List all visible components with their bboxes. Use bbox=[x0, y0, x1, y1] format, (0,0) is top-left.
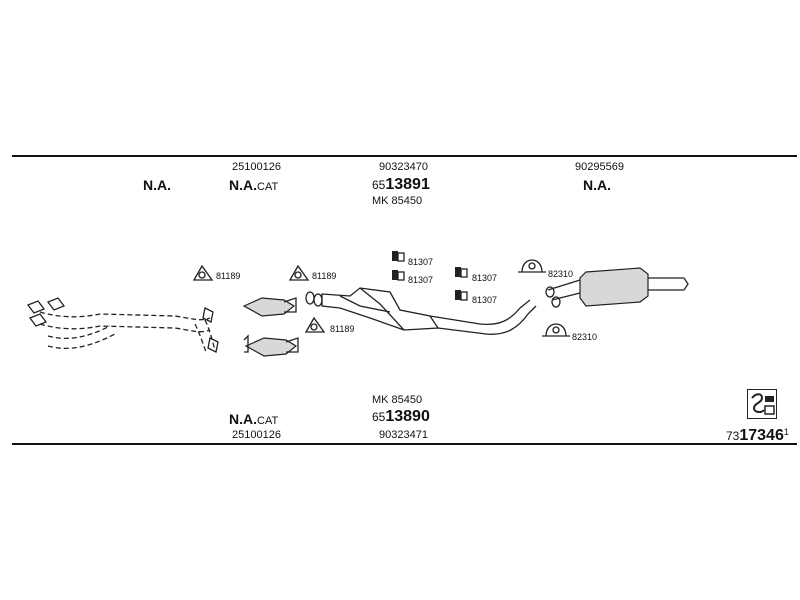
clamp-label-6: 82310 bbox=[572, 332, 598, 342]
bottom-cat-suffix: CAT bbox=[257, 415, 279, 427]
col2-mk: MK 85450 bbox=[372, 195, 423, 207]
gasket-label-1: 81189 bbox=[216, 271, 241, 281]
bottom-mk: MK 85450 bbox=[372, 394, 423, 406]
clamp-label-2: 81307 bbox=[408, 275, 434, 285]
front-pipe bbox=[26, 297, 219, 353]
bottom-code: 90323471 bbox=[379, 429, 428, 441]
catalytic-converter-upper bbox=[242, 297, 297, 317]
ref-suffix: 1 bbox=[783, 427, 789, 437]
col3-na-label: N.A. bbox=[583, 177, 611, 193]
exhaust-logo-icon bbox=[747, 389, 777, 419]
clamp-4 bbox=[455, 290, 468, 301]
u-clamp-2 bbox=[542, 323, 570, 337]
col1-na: N.A. bbox=[229, 177, 257, 193]
gasket-3 bbox=[304, 316, 326, 333]
clamp-1 bbox=[392, 251, 405, 262]
u-clamp-1 bbox=[518, 259, 546, 273]
ref-prefix: 73 bbox=[726, 429, 740, 443]
catalytic-converter-lower bbox=[243, 334, 299, 357]
top-rule bbox=[12, 155, 797, 157]
clamp-label-5: 82310 bbox=[548, 269, 574, 279]
left-na-label: N.A. bbox=[143, 177, 171, 193]
front-muffler bbox=[305, 287, 537, 335]
clamp-label-1: 81307 bbox=[408, 257, 434, 267]
clamp-label-4: 81307 bbox=[472, 295, 498, 305]
clamp-2 bbox=[392, 270, 405, 281]
bottom-rule bbox=[12, 443, 797, 445]
bottom-part-number: 6513890 bbox=[372, 409, 430, 425]
footer-reference: 73173461 bbox=[726, 428, 789, 444]
col1-cat-label: N.A.CAT bbox=[229, 178, 278, 193]
bottom-prefix: 65 bbox=[372, 410, 386, 424]
col1-code: 25100126 bbox=[232, 161, 281, 173]
gasket-1 bbox=[192, 264, 214, 281]
col2-prefix: 65 bbox=[372, 178, 386, 192]
bottom-cat-label: N.A.CAT bbox=[229, 412, 278, 427]
gasket-label-2: 81189 bbox=[312, 271, 337, 281]
clamp-label-3: 81307 bbox=[472, 273, 498, 283]
col3-code: 90295569 bbox=[575, 161, 624, 173]
rear-muffler bbox=[545, 267, 689, 308]
bottom-number: 13890 bbox=[385, 408, 430, 425]
ref-number: 17346 bbox=[739, 427, 784, 444]
bottom-na: N.A. bbox=[229, 411, 257, 427]
gasket-2 bbox=[288, 264, 310, 281]
col2-part-number: 6513891 bbox=[372, 177, 430, 193]
col2-code: 90323470 bbox=[379, 161, 428, 173]
col1-cat-suffix: CAT bbox=[257, 181, 279, 193]
bottom-cat-code: 25100126 bbox=[232, 429, 281, 441]
col2-number: 13891 bbox=[385, 176, 430, 193]
gasket-label-3: 81189 bbox=[330, 324, 355, 334]
clamp-3 bbox=[455, 267, 468, 278]
